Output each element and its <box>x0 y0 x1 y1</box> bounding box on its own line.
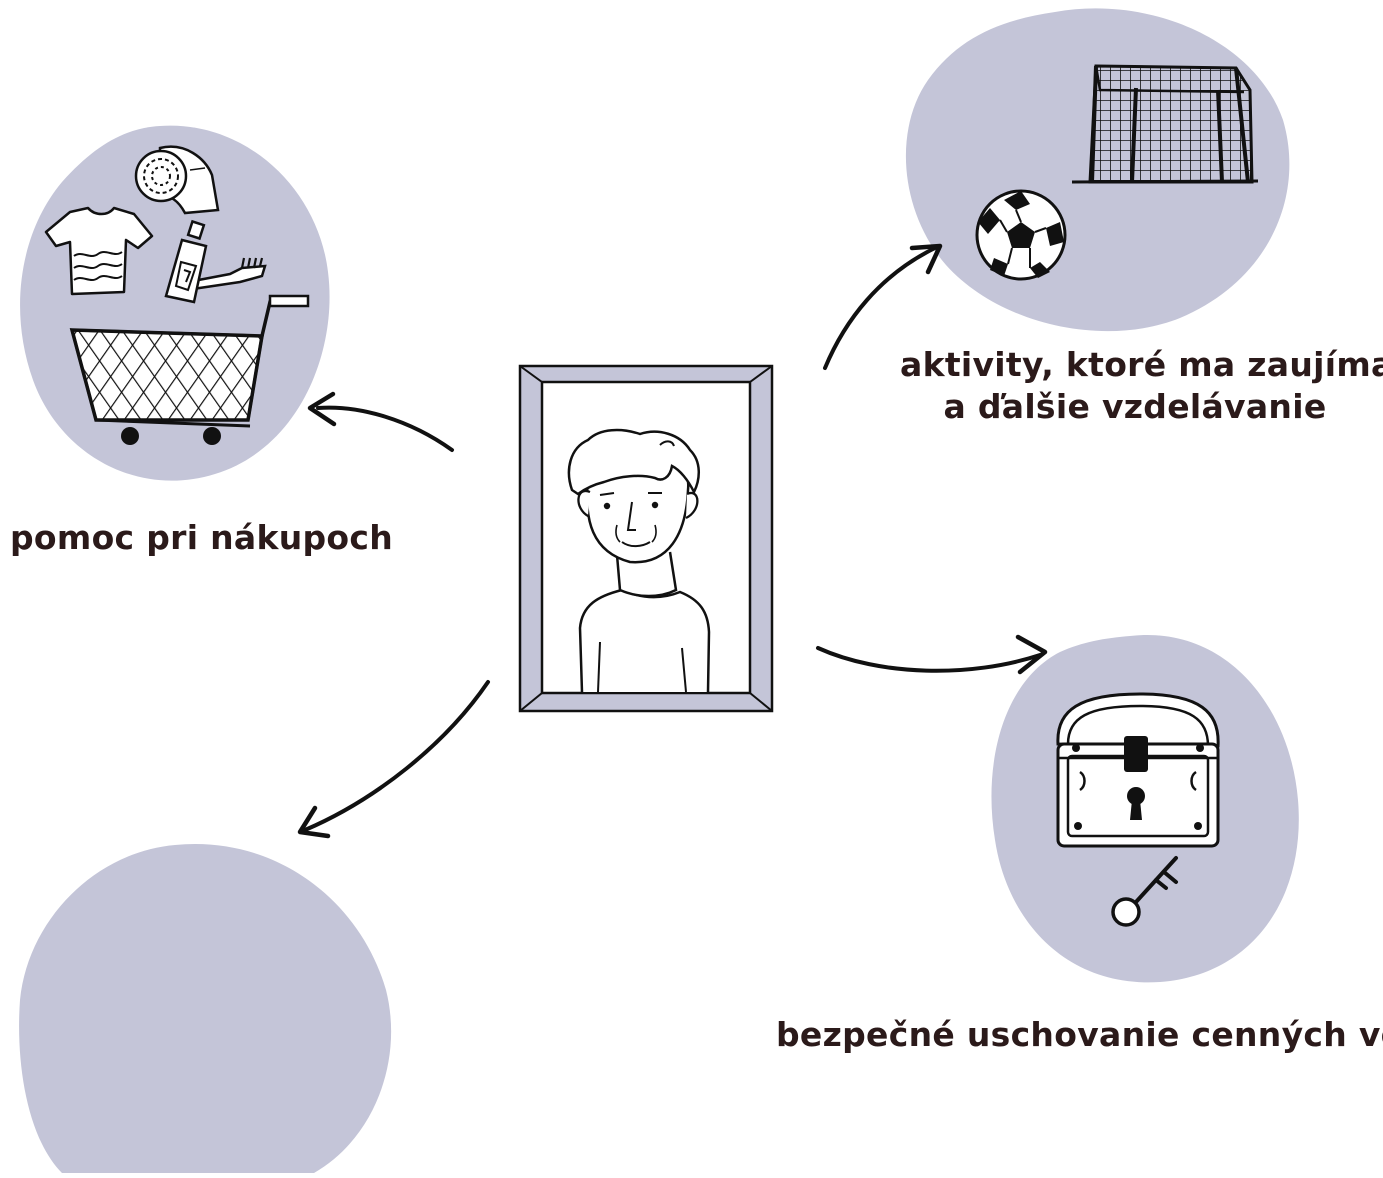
arrow-to-empty <box>297 680 490 839</box>
soccer-goal-icon <box>1071 64 1259 184</box>
safekeeping-label: bezpečné uschovanie cenných vecí <box>776 1014 1383 1056</box>
framed-portrait-of-elderly-man-icon <box>518 364 774 713</box>
t-shirt-icon <box>44 206 154 296</box>
toilet-paper-roll-icon <box>134 145 220 215</box>
key-icon <box>1111 856 1178 927</box>
soccer-ball-icon <box>975 189 1067 281</box>
shopping-label-line: pomoc pri nákupoch <box>10 518 394 557</box>
bottle-icon <box>164 219 208 304</box>
arrow-to-shopping <box>307 391 454 452</box>
shopping-cart-icon <box>69 294 310 445</box>
treasure-chest-icon <box>1056 692 1220 848</box>
activities-label: aktivity, ktoré ma zaujímajú a ďalšie vz… <box>900 344 1383 428</box>
arrow-to-safekeeping <box>816 634 1048 675</box>
arrow-to-activities <box>823 243 943 370</box>
empty-blob <box>19 844 392 1178</box>
activities-label-line-1: aktivity, ktoré ma zaujímajú <box>900 345 1383 384</box>
safekeeping-label-line: bezpečné uschovanie cenných vecí <box>776 1015 1383 1054</box>
shopping-label: pomoc pri nákupoch <box>10 517 393 559</box>
activities-label-line-2: a ďalšie vzdelávanie <box>943 387 1327 426</box>
